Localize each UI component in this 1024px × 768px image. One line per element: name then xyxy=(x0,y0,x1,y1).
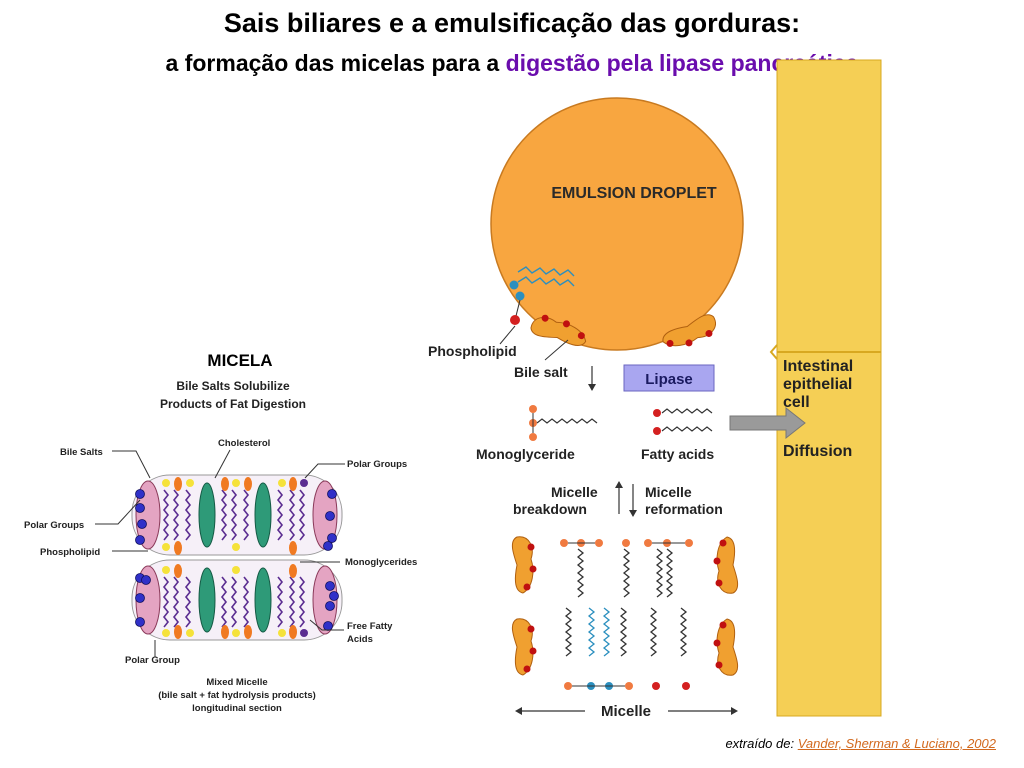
label-phospholipid: Phospholipid xyxy=(428,343,517,359)
micela-heading: MICELA xyxy=(207,351,272,370)
credit-line: extraído de: Vander, Sherman & Luciano, … xyxy=(725,736,996,751)
label-cell-2: epithelial xyxy=(783,376,852,393)
label-diffusion: Diffusion xyxy=(783,443,852,460)
label-micelle-breakdown-1: Micelle xyxy=(551,484,598,500)
page-title: Sais biliares e a emulsificação das gord… xyxy=(223,8,801,38)
label-phospholipid-left: Phospholipid xyxy=(40,547,100,558)
label-polar-groups-top: Polar Groups xyxy=(347,459,407,470)
droplet-label: EMULSION DROPLET xyxy=(551,185,717,202)
droplet-phospholipid xyxy=(509,266,575,325)
label-micelle: Micelle xyxy=(601,703,651,720)
label-monoglyceride: Monoglyceride xyxy=(476,446,575,462)
label-micelle-reformation-1: Micelle xyxy=(645,484,692,500)
label-cholesterol: Cholesterol xyxy=(218,438,270,449)
label-free-fatty-2: Acids xyxy=(347,634,373,645)
credit-link[interactable]: Vander, Sherman & Luciano, 2002 xyxy=(797,736,996,751)
label-micelle-breakdown-2: breakdown xyxy=(513,501,587,517)
emulsion-droplet xyxy=(490,97,744,351)
label-bile-salts: Bile Salts xyxy=(60,447,103,458)
fatty-acid-molecules xyxy=(653,408,713,435)
subtitle-prefix: a formação das micelas para a xyxy=(165,50,500,76)
micela-subheading-2: Products of Fat Digestion xyxy=(160,397,306,411)
label-micelle-reformation-2: reformation xyxy=(645,501,723,517)
label-cell-3: cell xyxy=(783,394,810,411)
diffusion-arrow xyxy=(729,406,806,440)
label-polar-group-bottom: Polar Group xyxy=(125,655,180,666)
label-monoglycerides: Monoglycerides xyxy=(345,557,417,568)
label-cell-1: Intestinal xyxy=(783,358,853,375)
label-fatty-acids: Fatty acids xyxy=(641,446,714,462)
lipase-box xyxy=(623,364,715,392)
mixed-micelle-illustration xyxy=(131,474,343,641)
credit-prefix: extraído de: xyxy=(725,736,795,751)
label-bile-salt: Bile salt xyxy=(514,364,568,380)
label-free-fatty-1: Free Fatty xyxy=(347,621,393,632)
caption-line-3: longitudinal section xyxy=(192,703,282,714)
monoglyceride-molecule xyxy=(529,405,598,441)
label-polar-groups-left: Polar Groups xyxy=(24,520,84,531)
caption-line-1: Mixed Micelle xyxy=(206,677,267,688)
caption-line-2: (bile salt + fat hydrolysis products) xyxy=(158,690,316,701)
epithelial-cell xyxy=(776,59,882,717)
micelle-cross-section xyxy=(511,536,739,690)
label-lipase: Lipase xyxy=(645,371,693,388)
micela-subheading-1: Bile Salts Solubilize xyxy=(176,379,290,393)
